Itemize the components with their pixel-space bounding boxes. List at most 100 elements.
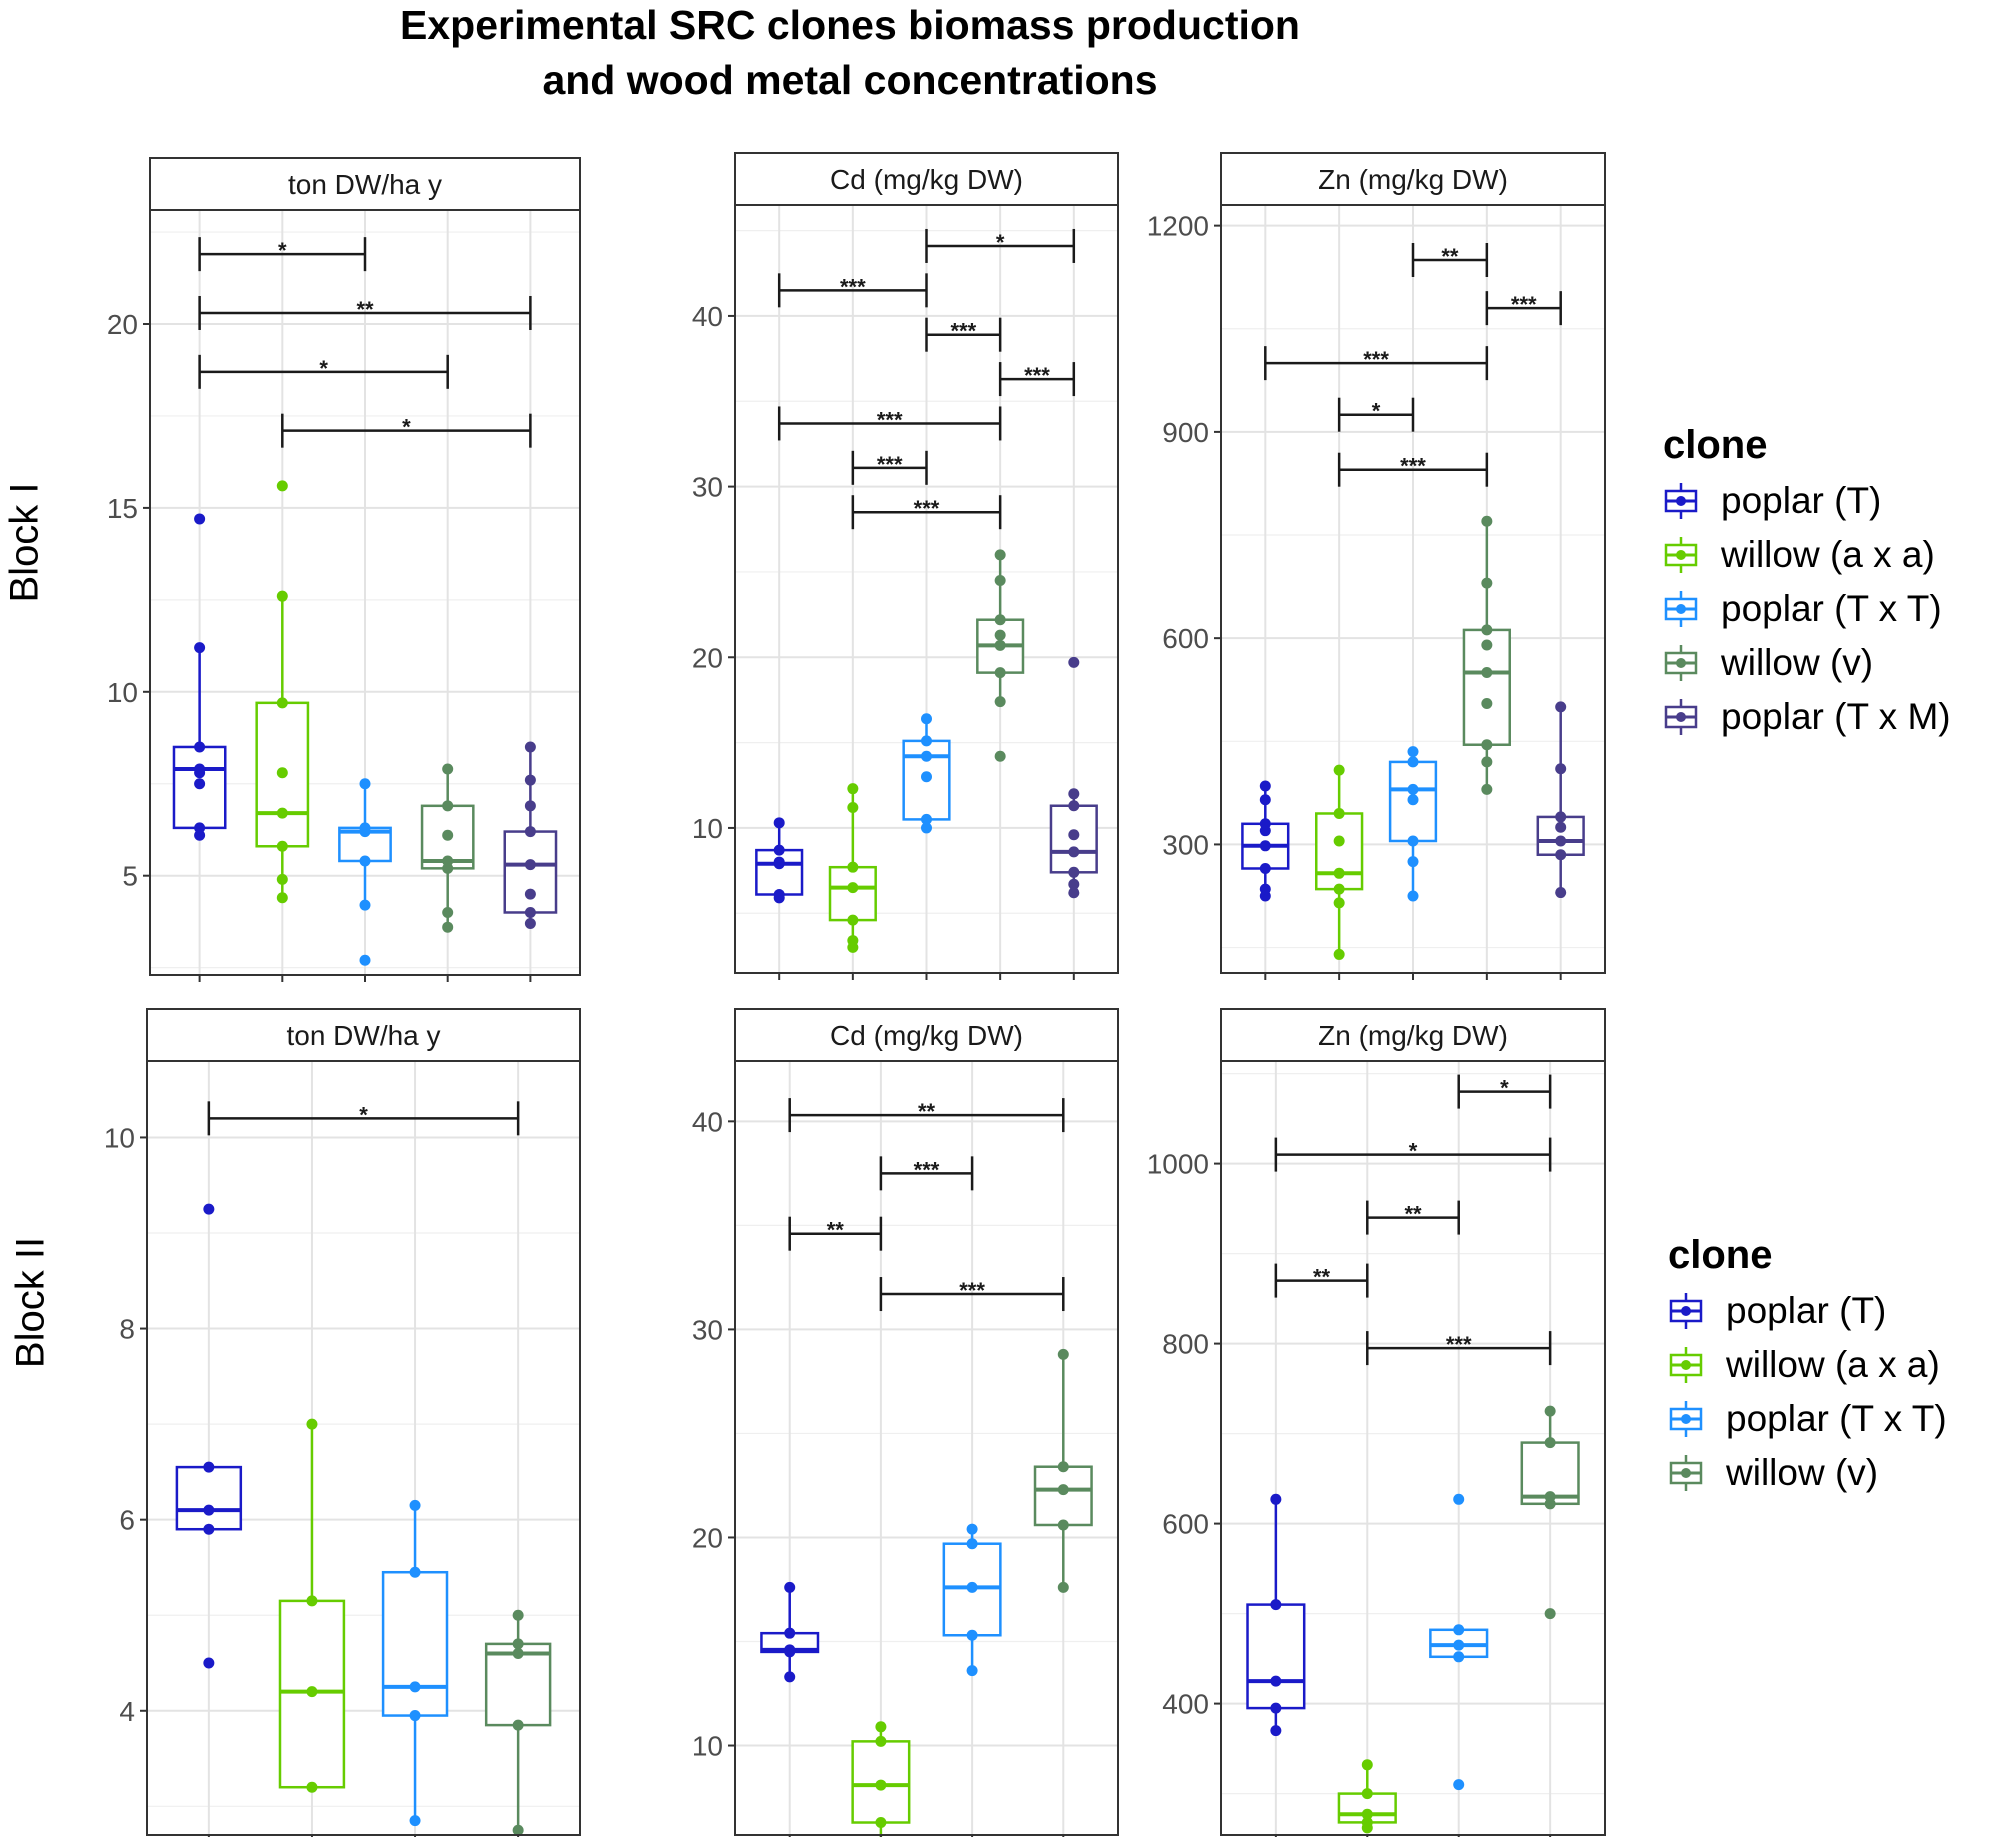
data-point — [203, 1461, 215, 1473]
box-willow-a-x-a — [1337, 1759, 1397, 1834]
significance-bracket: * — [1274, 1137, 1552, 1172]
data-point — [1555, 887, 1567, 899]
data-point — [921, 813, 932, 825]
data-point — [276, 807, 288, 819]
y-tick-label: 15 — [107, 493, 138, 524]
data-point — [409, 1566, 421, 1578]
data-point — [276, 590, 288, 602]
significance-label: * — [1372, 399, 1381, 424]
data-point — [966, 1581, 978, 1593]
data-point — [1259, 862, 1271, 874]
data-point — [784, 1644, 796, 1656]
box-poplar-t-x-t — [1388, 746, 1438, 902]
legend-key — [1664, 537, 1698, 573]
significance-bracket: *** — [879, 1156, 974, 1191]
box-poplar-t — [175, 1203, 243, 1669]
significance-label: * — [278, 238, 287, 263]
data-point — [1453, 1639, 1465, 1651]
data-point — [1259, 794, 1271, 806]
data-point — [1481, 783, 1493, 795]
significance-label: ** — [827, 1218, 845, 1243]
data-point — [194, 822, 206, 834]
data-point — [1333, 835, 1345, 847]
data-point — [306, 1686, 318, 1698]
data-point — [1068, 800, 1080, 812]
data-point — [1270, 1725, 1282, 1737]
legend-label: poplar (T) — [1726, 1290, 1887, 1331]
data-point — [512, 1647, 524, 1659]
y-tick-label: 4 — [119, 1696, 135, 1727]
y-tick-label: 10 — [692, 813, 723, 844]
data-point — [1068, 878, 1080, 890]
legend-key — [1669, 1401, 1703, 1437]
data-point — [921, 771, 932, 783]
significance-label: * — [1409, 1139, 1418, 1164]
data-point — [276, 480, 288, 492]
box-iqr — [503, 830, 558, 914]
significance-label: *** — [950, 319, 976, 344]
data-point — [994, 549, 1006, 561]
data-point — [1068, 846, 1080, 858]
data-point — [1453, 1493, 1465, 1505]
significance-bracket: *** — [1264, 346, 1489, 381]
data-point — [1057, 1484, 1069, 1496]
legend-item: poplar (T) — [1668, 1284, 1947, 1338]
data-point — [306, 1595, 318, 1607]
box-poplar-t — [172, 513, 227, 841]
data-point — [1407, 756, 1419, 768]
significance-bracket: ** — [788, 1098, 1065, 1133]
box-iqr — [175, 1465, 243, 1531]
data-point — [359, 954, 371, 966]
figure-title-line-2: and wood metal concentrations — [542, 57, 1158, 103]
box-willow-v — [1462, 515, 1511, 795]
significance-label: *** — [877, 407, 903, 432]
data-point — [1453, 1779, 1465, 1791]
data-point — [409, 1681, 421, 1693]
box-poplar-t-x-t — [902, 713, 951, 834]
data-point — [359, 822, 371, 834]
data-point — [994, 614, 1006, 626]
data-point — [1481, 756, 1493, 768]
significance-bracket: * — [207, 1101, 520, 1136]
data-point — [203, 1504, 215, 1516]
significance-bracket: *** — [925, 317, 1002, 352]
data-point — [276, 892, 288, 904]
panel-border — [1220, 1060, 1606, 1836]
y-tick-label: 600 — [1162, 623, 1209, 654]
legend-label: poplar (T) — [1721, 480, 1882, 521]
legend-key — [1664, 591, 1698, 627]
data-point — [359, 778, 371, 790]
data-point — [875, 1817, 887, 1829]
y-tick-label: 20 — [107, 309, 138, 340]
significance-label: *** — [1446, 1332, 1472, 1357]
data-point — [1270, 1493, 1282, 1505]
data-point — [1259, 883, 1271, 895]
legend-key — [1669, 1347, 1703, 1383]
data-point — [994, 696, 1006, 708]
significance-bracket: *** — [1337, 452, 1489, 487]
facet-strip-label: ton DW/ha y — [286, 1020, 440, 1051]
data-point — [194, 513, 206, 525]
legend-label: poplar (T x T) — [1721, 588, 1942, 629]
data-point — [1555, 701, 1567, 713]
box-poplar-t — [755, 817, 804, 904]
data-point — [1481, 515, 1493, 527]
y-tick-label: 10 — [104, 1122, 135, 1153]
data-point — [1407, 783, 1419, 795]
y-tick-label: 400 — [1162, 1689, 1209, 1720]
data-point — [784, 1627, 796, 1639]
box-willow-v — [484, 1609, 552, 1836]
y-tick-label: 300 — [1162, 829, 1209, 860]
y-tick-label: 1200 — [1147, 211, 1209, 242]
box-poplar-t-x-t — [338, 778, 392, 966]
data-point — [512, 1719, 524, 1731]
data-point — [773, 856, 785, 868]
y-tick-label: 1000 — [1147, 1149, 1209, 1180]
data-point — [442, 800, 454, 812]
legend-block-2: clone poplar (T)willow (a x a)poplar (T … — [1668, 1233, 1947, 1500]
data-point — [1259, 818, 1271, 830]
box-willow-v — [1520, 1405, 1580, 1620]
data-point — [875, 1721, 887, 1733]
data-point — [1481, 739, 1493, 751]
